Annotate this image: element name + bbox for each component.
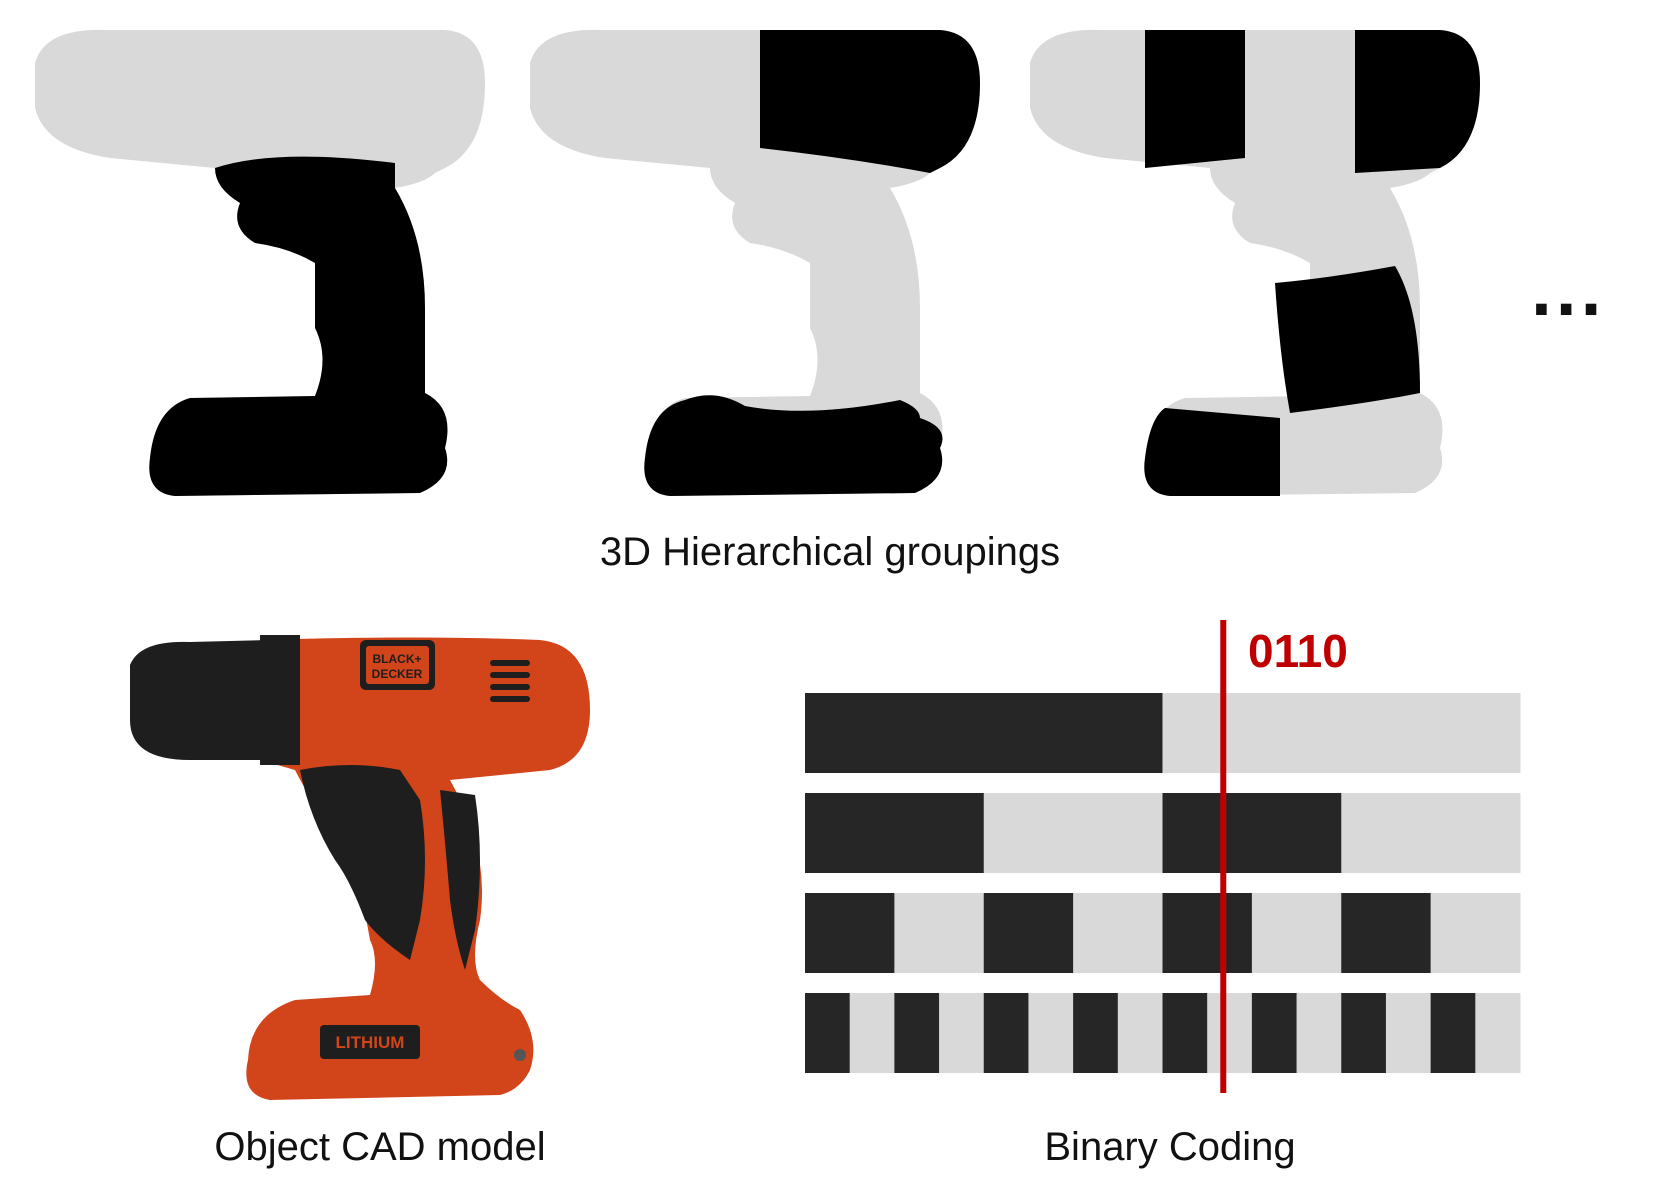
drill-collar <box>260 635 300 765</box>
code-bar-level-2-segment <box>983 793 1163 873</box>
logo-text-line-1: BLACK+ <box>372 652 421 666</box>
code-bar-level-1-segment <box>805 693 1163 773</box>
code-bar-level-4-segment <box>1073 993 1119 1073</box>
code-bar-level-3-segment <box>805 893 895 973</box>
cad-model-caption: Object CAD model <box>214 1125 546 1169</box>
code-bar-level-4-segment <box>849 993 895 1073</box>
logo-text-line-2: DECKER <box>372 667 423 681</box>
code-bar-level-4-segment <box>1162 993 1208 1073</box>
code-bar-level-3-segment <box>1341 893 1432 973</box>
code-bar-level-4-segment <box>1251 993 1298 1073</box>
base-front-dark-region <box>644 395 943 496</box>
rear-motor-dark-region <box>1355 30 1480 173</box>
code-bar-level-4-segment <box>1207 993 1253 1073</box>
brand-logo: BLACK+ DECKER <box>360 640 435 690</box>
code-bar-level-4-segment <box>939 993 985 1073</box>
continuation-ellipsis: ... <box>1530 260 1605 330</box>
code-bar-level-3-segment <box>1073 893 1163 973</box>
code-bar-level-3-segment <box>983 893 1074 973</box>
battery-label-plate <box>320 1025 420 1059</box>
code-bar-level-3-segment <box>1251 893 1342 973</box>
code-bar-level-4-segment <box>1296 993 1342 1073</box>
code-bar-level-4-segment <box>1475 993 1521 1073</box>
base-front-dark-region <box>1144 408 1280 496</box>
chuck-dark-region <box>1145 30 1245 168</box>
groupings-caption: 3D Hierarchical groupings <box>599 530 1061 574</box>
rear-motor-dark-region <box>760 30 980 173</box>
lower-handle-dark-region <box>1275 266 1420 413</box>
drill-chuck <box>130 640 270 760</box>
selected-code-label: 0110 <box>1248 625 1348 677</box>
code-bar-level-4-segment <box>1385 993 1432 1073</box>
grouping-level-2 <box>530 29 980 496</box>
code-bar-level-4-segment <box>983 993 1029 1073</box>
battery-label-text: LITHIUM <box>336 1033 405 1052</box>
cad-drill-image: BLACK+ DECKER LITHIUM <box>130 635 590 1100</box>
code-bar-level-2-segment <box>1162 793 1342 873</box>
vent-grille <box>490 660 530 702</box>
belt-clip-screw <box>514 1049 526 1061</box>
binary-coding-bars <box>805 693 1521 1073</box>
code-bar-level-2-segment <box>805 793 985 873</box>
drill-grip <box>300 765 425 960</box>
code-bar-level-2-segment <box>1341 793 1521 873</box>
grouping-level-1 <box>35 29 485 497</box>
code-bar-level-4-segment <box>1341 993 1387 1073</box>
handle-dark-region <box>149 156 448 497</box>
grouping-level-3 <box>1030 29 1480 496</box>
code-bar-level-4-segment <box>1430 993 1476 1073</box>
drill-grip-back <box>440 790 480 970</box>
code-bar-level-1-segment <box>1162 693 1521 773</box>
code-bar-level-3-segment <box>1162 893 1253 973</box>
binary-coding-caption: Binary Coding <box>1044 1125 1296 1169</box>
code-bar-level-4-segment <box>1117 993 1163 1073</box>
code-bar-level-3-segment <box>1430 893 1521 973</box>
code-bar-level-4-segment <box>1028 993 1074 1073</box>
code-bar-level-4-segment <box>894 993 940 1073</box>
code-bar-level-4-segment <box>805 993 851 1073</box>
code-bar-level-3-segment <box>894 893 985 973</box>
